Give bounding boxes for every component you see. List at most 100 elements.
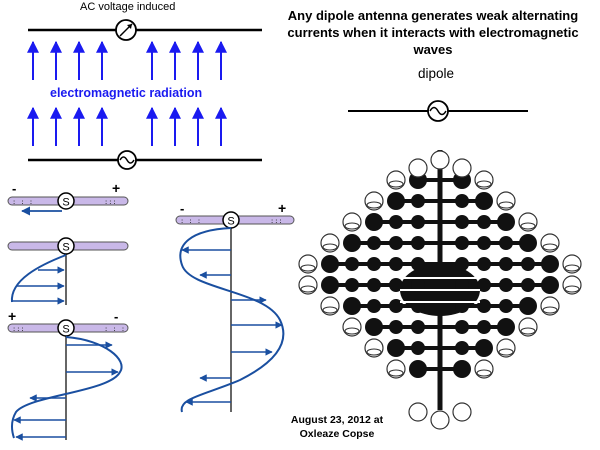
crop-node (455, 341, 469, 355)
crop-node (455, 215, 469, 229)
crop-node (455, 278, 469, 292)
crop-node (519, 297, 537, 315)
crop-node (475, 192, 493, 210)
crop-node (541, 276, 559, 294)
crop-ring-base (300, 285, 316, 293)
dipole-current-large: : : : ::: S - + (175, 200, 295, 413)
crop-node (411, 257, 425, 271)
crop-ring-base (344, 327, 360, 335)
crop-ring (342, 317, 362, 337)
top-wire-diagram (27, 19, 262, 170)
crop-ring (518, 212, 538, 232)
crop-node (365, 318, 383, 336)
crop-ring (540, 233, 560, 253)
crop-node (477, 320, 491, 334)
crop-node (343, 234, 361, 252)
minus-sign: - (114, 309, 118, 324)
minus-sign: - (180, 201, 184, 216)
crop-node (497, 318, 515, 336)
crop-ring (430, 410, 450, 430)
crop-node (521, 257, 535, 271)
radiation-arrows (27, 40, 227, 146)
crop-node (367, 299, 381, 313)
crop-node (455, 194, 469, 208)
crop-ring-base (564, 285, 580, 293)
crop-node (411, 194, 425, 208)
source-symbol: S (62, 324, 69, 336)
crop-node (321, 255, 339, 273)
crop-node (521, 278, 535, 292)
crop-node (477, 299, 491, 313)
plus-sign: + (8, 308, 16, 324)
crop-node (389, 257, 403, 271)
crop-ring-base (564, 264, 580, 272)
crop-ring (364, 191, 384, 211)
dipole-symbol (348, 100, 528, 122)
crop-ring (496, 191, 516, 211)
crop-ring (474, 170, 494, 190)
crop-node (345, 278, 359, 292)
crop-node (411, 278, 425, 292)
crop-ring-base (476, 369, 492, 377)
crop-node (321, 276, 339, 294)
crop-ring-base (542, 243, 558, 251)
crop-node (519, 234, 537, 252)
crop-ring (386, 359, 406, 379)
source-symbol: S (62, 197, 69, 209)
crop-node (365, 213, 383, 231)
crop-node (497, 213, 515, 231)
crop-node (389, 278, 403, 292)
crop-node (499, 257, 513, 271)
crop-ring-base (366, 348, 382, 356)
crop-node (367, 257, 381, 271)
crop-ring-base (322, 243, 338, 251)
crop-ring (320, 233, 340, 253)
crop-node (409, 360, 427, 378)
crop-node (453, 360, 471, 378)
crop-node (367, 278, 381, 292)
crop-node (389, 215, 403, 229)
crop-ring-base (388, 180, 404, 188)
crop-ring (496, 338, 516, 358)
crop-ring-base (300, 264, 316, 272)
svg-text::::: ::: (270, 217, 283, 225)
svg-text::::: ::: (12, 325, 25, 333)
crop-ring-base (344, 222, 360, 230)
svg-text::::: ::: (104, 198, 117, 206)
crop-node (499, 299, 513, 313)
crop-ring (386, 170, 406, 190)
crop-formation (298, 150, 582, 430)
ac-source-icon (427, 100, 449, 122)
crop-node (389, 299, 403, 313)
voltmeter-icon (115, 19, 137, 41)
ac-voltage-label: AC voltage induced (80, 1, 176, 13)
dipole-current-1: : : : ::: S - + (7, 180, 129, 216)
crop-node (477, 278, 491, 292)
crop-ring-base (498, 201, 514, 209)
crop-node (477, 257, 491, 271)
crop-ring-base (520, 222, 536, 230)
crop-ring (298, 254, 318, 274)
crop-ring (408, 158, 428, 178)
radiation-label: electromagnetic radiation (50, 86, 203, 100)
crop-ring (298, 275, 318, 295)
crop-ring (562, 275, 582, 295)
crop-node (475, 339, 493, 357)
svg-text:: : :: : : : (104, 325, 125, 333)
plus-sign: + (112, 180, 120, 196)
crop-ring (562, 254, 582, 274)
crop-node (387, 192, 405, 210)
svg-text:: : :: : : : (12, 198, 33, 206)
crop-ring-base (476, 180, 492, 188)
crop-node (477, 236, 491, 250)
crop-node (367, 236, 381, 250)
crop-node (411, 320, 425, 334)
headline-title: Any dipole antenna generates weak altern… (287, 8, 579, 57)
source-symbol: S (227, 216, 234, 228)
crop-node (455, 236, 469, 250)
crop-node (411, 341, 425, 355)
crop-node (389, 320, 403, 334)
crop-ring (452, 402, 472, 422)
date-credit: August 23, 2012 at Oxleaze Copse (290, 414, 384, 440)
